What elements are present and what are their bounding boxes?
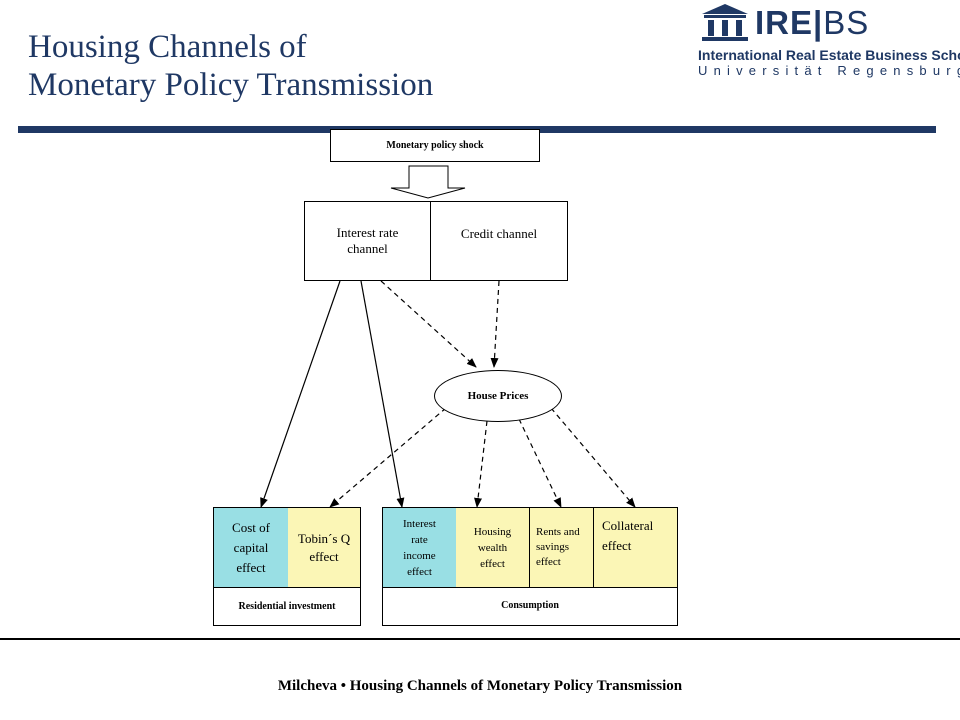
irebs-logo: IRE|BS International Real Estate Busines… bbox=[698, 0, 960, 80]
rents-and-savings-effect: Rents and savings effect bbox=[529, 508, 594, 587]
logo-school-name: International Real Estate Business Schoo… bbox=[698, 47, 960, 63]
arrow-interest-to-cost-of-capital bbox=[260, 280, 341, 508]
residential-investment-box: Cost of capital effect Tobin´s Q effect … bbox=[213, 507, 361, 626]
arrow-interest-to-house-prices bbox=[380, 280, 477, 368]
housing-wealth-effect: Housing wealth effect bbox=[456, 508, 529, 587]
collateral-effect: Collateral effect bbox=[594, 508, 677, 587]
arrow-house-prices-to-collateral bbox=[550, 407, 636, 508]
credit-channel: Credit channel bbox=[460, 226, 538, 241]
title-line-2: Monetary Policy Transmission bbox=[28, 67, 434, 103]
page-title: Housing Channels of Monetary Policy Tran… bbox=[28, 28, 433, 104]
monetary-policy-shock-label: Monetary policy shock bbox=[386, 139, 484, 151]
shock-down-arrow bbox=[390, 165, 466, 199]
consumption-label: Consumption bbox=[383, 587, 677, 625]
footer-divider bbox=[0, 638, 960, 640]
footer-text: Milcheva • Housing Channels of Monetary … bbox=[277, 678, 683, 694]
logo-bs: BS bbox=[823, 4, 870, 41]
title-line-1: Housing Channels of bbox=[28, 29, 307, 65]
tobins-q-effect: Tobin´s Q effect bbox=[288, 508, 360, 587]
logo-university: Universität Regensburg bbox=[698, 63, 960, 78]
house-prices-node: House Prices bbox=[434, 370, 562, 422]
cost-of-capital-effect: Cost of capital effect bbox=[214, 508, 288, 587]
arrow-credit-to-house-prices bbox=[490, 280, 500, 368]
building-icon bbox=[702, 4, 748, 41]
consumption-box: Interest rate income effect Housing weal… bbox=[382, 507, 678, 626]
arrow-house-prices-to-rents-savings bbox=[518, 418, 562, 508]
arrow-interest-to-interest-income bbox=[360, 280, 405, 508]
logo-ire: IRE bbox=[755, 4, 814, 41]
arrow-house-prices-to-tobins-q bbox=[329, 407, 447, 508]
logo-separator: | bbox=[813, 4, 824, 41]
monetary-policy-shock-box: Monetary policy shock bbox=[330, 129, 540, 162]
residential-investment-label: Residential investment bbox=[214, 587, 360, 625]
interest-rate-income-effect: Interest rate income effect bbox=[383, 508, 456, 587]
interest-rate-channel: Interest rate channel bbox=[305, 202, 431, 280]
channels-box: Interest rate channel Credit channel bbox=[304, 201, 568, 281]
logo-wordmark: IRE|BS bbox=[755, 4, 869, 42]
arrow-house-prices-to-housing-wealth bbox=[474, 420, 488, 508]
